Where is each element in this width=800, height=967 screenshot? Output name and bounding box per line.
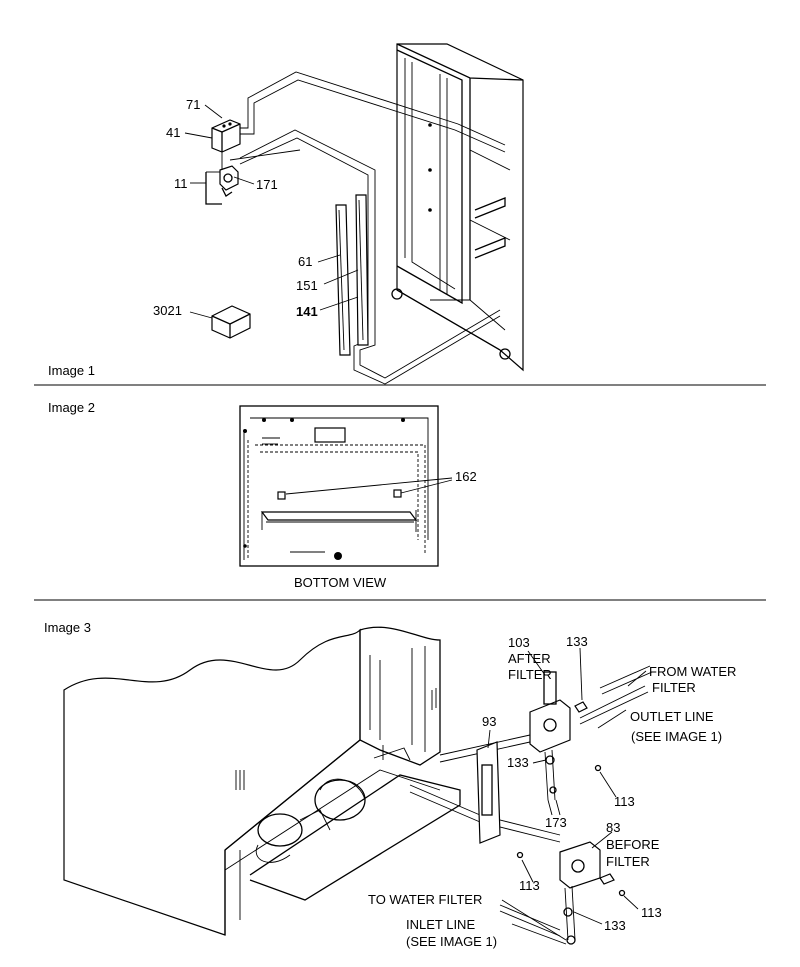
- callout-71: 71: [186, 97, 200, 112]
- part-3021-box: [211, 305, 251, 339]
- callout-133-a: 133: [566, 634, 588, 649]
- valve-103: [529, 671, 588, 801]
- callout-61: 61: [298, 254, 312, 269]
- bottom-view-frame: [239, 405, 439, 567]
- callout-162: 162: [455, 469, 477, 484]
- image1-panel: 71 41 11 171 61 151 141 3021 Image 1: [48, 43, 524, 385]
- label-from-water-filter: FILTER: [652, 680, 696, 695]
- label-from-water: FROM WATER: [649, 664, 736, 679]
- callout-141: 141: [296, 304, 318, 319]
- callout-11: 11: [174, 176, 188, 191]
- callout-133-c: 133: [604, 918, 626, 933]
- image1-leaders: [184, 104, 359, 319]
- callout-171: 171: [256, 177, 278, 192]
- callout-113-c: 113: [641, 905, 662, 920]
- label-outlet-line: OUTLET LINE: [630, 709, 714, 724]
- cabinet-rear: [63, 626, 461, 936]
- label-to-water-filter: TO WATER FILTER: [368, 892, 482, 907]
- callout-83: 83: [606, 820, 620, 835]
- callout-41: 41: [166, 125, 180, 140]
- callout-113-b: 113: [519, 878, 540, 893]
- callout-3021: 3021: [153, 303, 182, 318]
- callout-93: 93: [482, 714, 496, 729]
- screw-113-b: [516, 851, 524, 859]
- label-see-image1-outlet: (SEE IMAGE 1): [631, 729, 722, 744]
- section-label-image2: Image 2: [48, 400, 95, 415]
- valve-83: [559, 841, 615, 945]
- label-after-filter: FILTER: [508, 667, 552, 682]
- label-after: AFTER: [508, 651, 551, 666]
- screw-113-a: [594, 764, 602, 772]
- image3-leaders: [487, 647, 647, 945]
- callout-103: 103: [508, 635, 530, 650]
- trim-strips: [335, 194, 369, 356]
- water-filter-line: [599, 665, 653, 695]
- label-before: BEFORE: [606, 837, 660, 852]
- image2-panel: Image 2 162 BOTTOM VIEW: [48, 400, 477, 590]
- callout-133-b: 133: [507, 755, 529, 770]
- refrigerator-cabinet: [391, 43, 524, 372]
- section-label-image3: Image 3: [44, 620, 91, 635]
- label-see-image1-inlet: (SEE IMAGE 1): [406, 934, 497, 949]
- image3-panel: Image 3: [44, 620, 736, 949]
- screw-113-c: [618, 889, 626, 897]
- label-before-filter: FILTER: [606, 854, 650, 869]
- valve-bracket-assembly: [211, 119, 241, 197]
- section-label-image1: Image 1: [48, 363, 95, 378]
- bracket-93: [476, 741, 501, 844]
- callout-151: 151: [296, 278, 318, 293]
- callout-113-a: 113: [614, 794, 635, 809]
- callout-173: 173: [545, 815, 567, 830]
- bottom-view-caption: BOTTOM VIEW: [294, 575, 387, 590]
- label-inlet-line: INLET LINE: [406, 917, 475, 932]
